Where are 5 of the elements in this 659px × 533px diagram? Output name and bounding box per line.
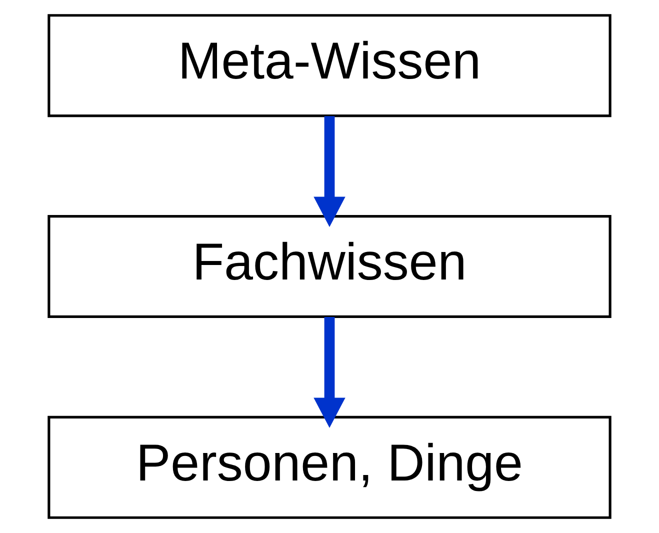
node-box: Meta-Wissen bbox=[48, 14, 612, 118]
arrow bbox=[314, 116, 346, 228]
node-box: Personen, Dinge bbox=[48, 416, 612, 519]
node-box: Fachwissen bbox=[48, 214, 612, 318]
arrow bbox=[314, 317, 346, 428]
